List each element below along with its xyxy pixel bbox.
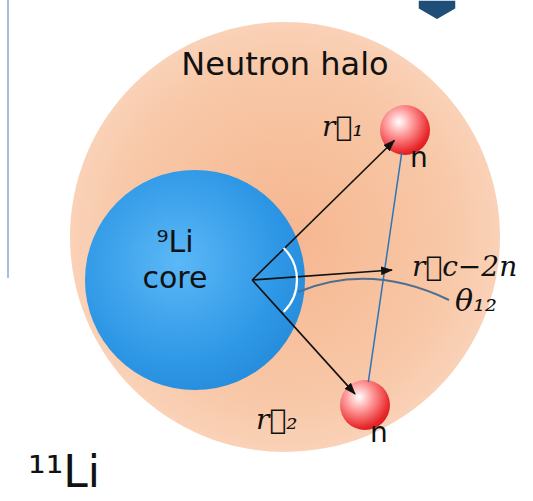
position-vector	[252, 280, 355, 394]
nucleus-name: ¹¹Li	[28, 448, 100, 496]
vector-label: r⃗₁	[322, 112, 363, 143]
frame-line	[7, 0, 9, 278]
neutron-sphere: n	[340, 380, 390, 430]
neutron-label: n	[370, 416, 388, 450]
neutron-neutron-line	[368, 153, 401, 382]
region-title: Neutron halo	[70, 45, 500, 83]
vector-label: r⃗c−2n	[412, 252, 517, 283]
neutron-label: n	[410, 141, 428, 175]
core-circle: ⁹Li core	[85, 170, 305, 390]
center-of-mass-vector	[252, 270, 392, 280]
neutron-sphere: n	[380, 105, 430, 155]
halo-circle: Neutron halo⁹Li corenn	[70, 22, 500, 452]
vector-label: r⃗₂	[256, 405, 297, 436]
nav-chevron	[418, 0, 456, 20]
position-vector	[252, 141, 394, 281]
core-label: ⁹Li core	[130, 224, 220, 296]
angle-arc	[284, 248, 297, 312]
angle-label: θ₁₂	[455, 284, 497, 317]
